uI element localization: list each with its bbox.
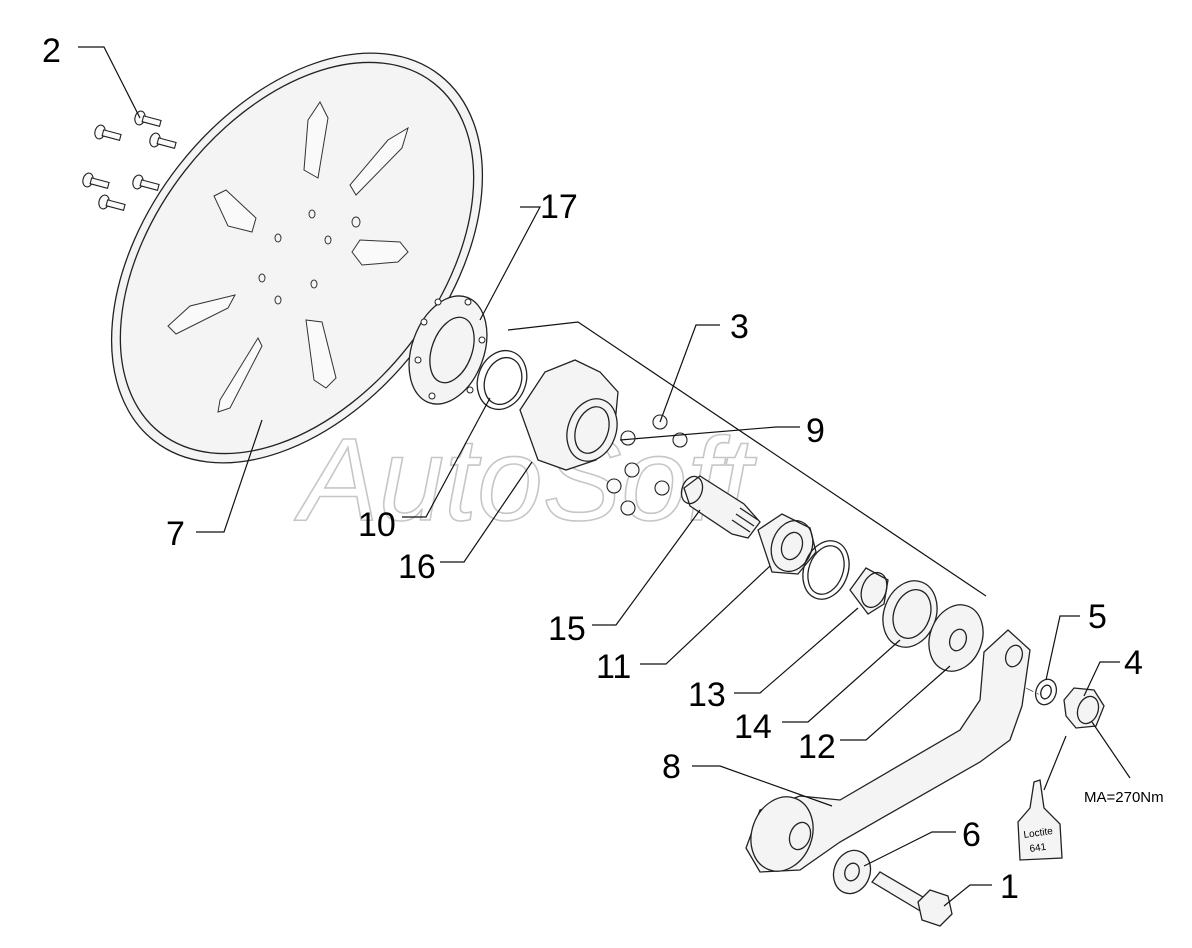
loctite-number: 641 [1029,842,1047,855]
crank-arm-part-8 [745,629,1031,873]
callout-3: 3 [730,308,749,346]
callout-4: 4 [1124,644,1143,682]
callout-12: 12 [798,728,836,766]
callout-16: 16 [398,548,436,586]
disc-part-7 [110,52,484,464]
callout-1: 1 [1000,868,1019,906]
callout-7: 7 [166,515,185,553]
leader-lines [78,46,1131,907]
ring-part-9 [802,540,850,600]
callout-8: 8 [662,748,681,786]
disc-spokes [167,101,409,413]
callout-2: 2 [42,32,61,70]
callout-14: 14 [734,708,772,746]
callout-9: 9 [806,412,825,450]
loctite-bottle: Loctite 641 [1017,779,1063,861]
shaft-part-15 [680,475,761,539]
washer-part-5 [1034,678,1058,706]
spacer-part-13 [849,567,889,615]
callout-17: 17 [540,188,578,226]
nut-part-4 [1063,687,1105,729]
seal-part-14 [882,580,938,648]
disc-bolt-holes [258,209,361,305]
loctite-brand: Loctite [1023,826,1054,841]
washer-part-6 [832,849,872,895]
callout-13: 13 [688,676,726,714]
washer-part-12 [928,604,984,672]
screws-part-2 [82,110,177,212]
callout-6: 6 [962,816,981,854]
snap-ring-part-10 [476,349,528,411]
callout-10: 10 [358,506,396,544]
callout-11: 11 [596,648,631,686]
bearing-part-11 [757,513,817,575]
torque-label: MA=270Nm [1084,789,1164,806]
bolt-part-1 [871,871,953,927]
hub-part-16 [519,359,619,471]
callout-15: 15 [548,610,586,648]
callout-5: 5 [1088,598,1107,636]
callout-labels: 2 17 3 9 7 10 16 15 11 13 14 12 5 4 8 6 … [42,32,1143,906]
gasket-part-17 [408,295,488,405]
